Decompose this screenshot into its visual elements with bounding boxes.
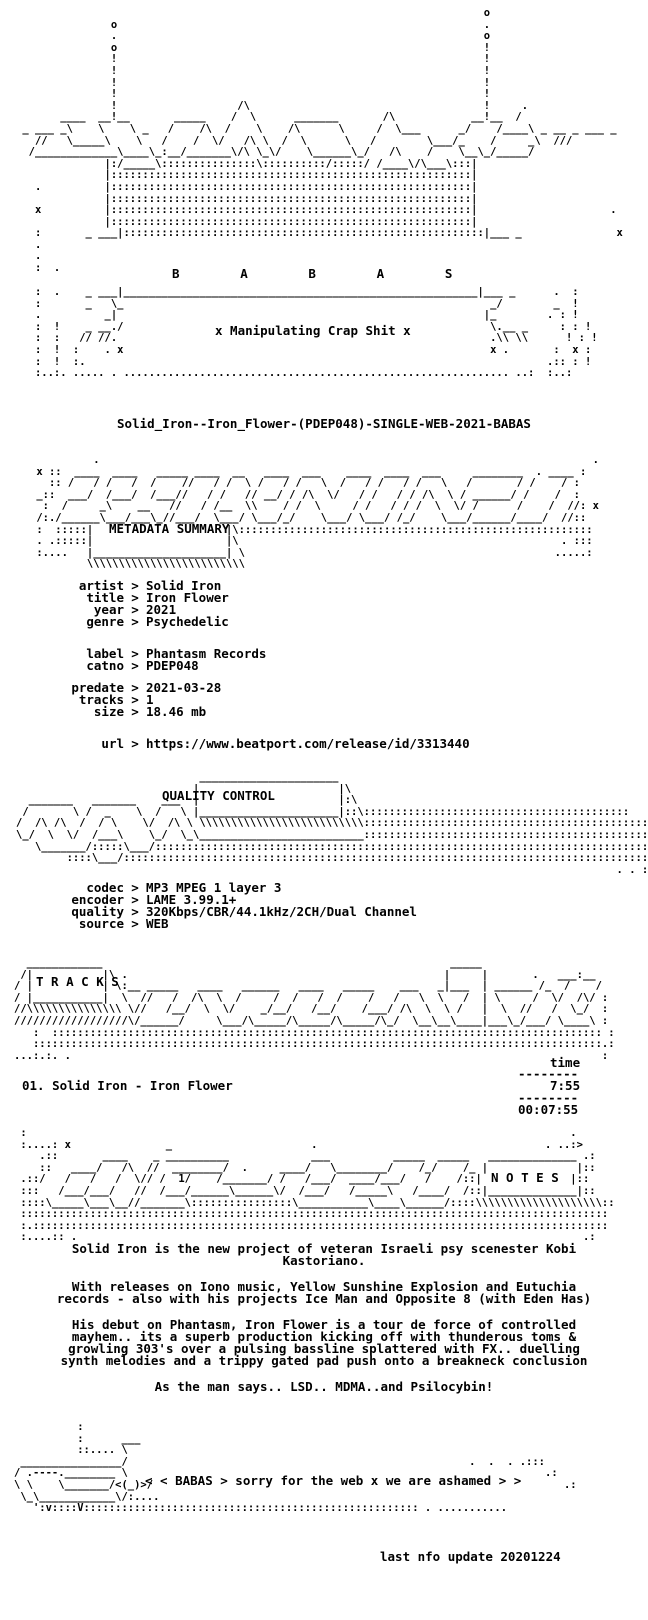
kv-key: label: [86, 646, 124, 661]
kv-value: 2021: [146, 602, 177, 617]
kv-row: predate >2021-03-28: [66, 680, 470, 695]
kv-row: codec > MP3 MPEG 1 layer 3: [66, 880, 417, 895]
kv-separator: >: [131, 904, 139, 919]
kv-value: MP3 MPEG 1 layer 3: [146, 880, 282, 895]
quality-header-art: ______________________ | |\ _______ ____…: [16, 771, 648, 876]
note-paragraph: His debut on Phantasm, Iron Flower is a …: [60, 1317, 588, 1368]
kv-row: title > Iron Flower: [66, 590, 470, 605]
notes-header-art: : . :....: x _ . . ..:> .:: ____: [20, 1127, 615, 1244]
kv-separator: >: [131, 692, 139, 707]
kv-separator: >: [131, 658, 139, 673]
kv-separator: >: [131, 590, 139, 605]
quality-section-title: QUALITY CONTROL: [162, 788, 275, 803]
kv-separator: >: [131, 880, 139, 895]
tracks-section-title: T R A C K S: [36, 974, 119, 989]
kv-value: Solid Iron: [146, 578, 222, 593]
kv-row: size >18.46 mb: [66, 704, 470, 719]
kv-key: source: [78, 916, 124, 931]
notes-body: Solid Iron is the new project of veteran…: [0, 1241, 648, 1407]
kv-key: title: [86, 590, 124, 605]
kv-row: artist > Solid Iron: [66, 578, 470, 593]
kv-key: genre: [86, 614, 124, 629]
kv-key: quality: [71, 904, 124, 919]
quality-list: codec > MP3 MPEG 1 layer 3 encoder > LAME 3.9…: [66, 880, 417, 931]
kv-key: artist: [78, 578, 124, 593]
tracks-header-art: ____________ _____ /| |\ . | | . ___:__ …: [14, 957, 615, 1062]
kv-value: Phantasm Records: [146, 646, 267, 661]
kv-key: catno: [86, 658, 124, 673]
kv-row: quality >320Kbps/CBR/44.1kHz/2CH/Dual Cha…: [66, 904, 417, 919]
kv-row: genre > Psychedelic: [66, 614, 470, 629]
kv-value: 320Kbps/CBR/44.1kHz/2CH/Dual Channel: [146, 904, 417, 919]
header-ascii-art: o o . . o o: [22, 7, 623, 275]
kv-value: Iron Flower: [146, 590, 229, 605]
kv-row: catno > PDEP048: [66, 658, 470, 673]
kv-value: PDEP048: [146, 658, 199, 673]
kv-row: label > Phantasm Records: [66, 646, 470, 661]
kv-key: year: [93, 602, 124, 617]
kv-separator: >: [131, 680, 139, 695]
metadata-list: artist > Solid Iron title > Iron Flower year >2…: [66, 578, 470, 751]
last-update: last nfo update 20201224: [380, 1549, 561, 1564]
kv-value: 1: [146, 692, 154, 707]
header-ascii-art-lower: : . _ ___|______________________________…: [34, 286, 598, 380]
kv-value: Psychedelic: [146, 614, 229, 629]
kv-separator: >: [131, 602, 139, 617]
metadata-section-title: METADATA SUMMARY: [109, 521, 230, 536]
kv-key: encoder: [71, 892, 124, 907]
kv-key: codec: [86, 880, 124, 895]
footer-ascii-art: : : ___ ::.... \ ________________/ . . .…: [14, 1421, 577, 1515]
kv-separator: >: [131, 578, 139, 593]
kv-row: encoder > LAME 3.99.1+: [66, 892, 417, 907]
time-rule-bottom: --------: [518, 1090, 579, 1105]
kv-key: predate: [71, 680, 124, 695]
logo-letters: B A B A S: [172, 266, 454, 281]
track-item: 01. Solid Iron - Iron Flower: [22, 1078, 233, 1093]
time-header: time: [550, 1055, 581, 1070]
kv-value: WEB: [146, 916, 169, 931]
kv-row: url > https://www.beatport.com/release/id/…: [66, 736, 470, 751]
note-paragraph: With releases on Iono music, Yellow Suns…: [56, 1279, 592, 1306]
kv-value: LAME 3.99.1+: [146, 892, 237, 907]
kv-row: tracks >1: [66, 692, 470, 707]
kv-key: url: [101, 736, 124, 751]
total-time: 00:07:55: [518, 1102, 579, 1117]
kv-key: tracks: [78, 692, 124, 707]
kv-separator: >: [131, 646, 139, 661]
kv-separator: >: [131, 892, 139, 907]
kv-key: size: [93, 704, 124, 719]
note-paragraph: Solid Iron is the new project of veteran…: [71, 1241, 577, 1268]
kv-row: source > WEB: [66, 916, 417, 931]
footer-message: < < BABAS > sorry for the web x we are a…: [145, 1473, 522, 1488]
track-time: 7:55: [550, 1078, 581, 1093]
kv-value: 2021-03-28: [146, 680, 222, 695]
notes-section-title: N O T E S: [491, 1170, 559, 1185]
kv-value: 18.46 mb: [146, 704, 207, 719]
kv-row: year >2021: [66, 602, 470, 617]
metadata-header-art: . . x :: ____ ____ _____ ____ __ ____ __…: [36, 454, 599, 571]
kv-value: https://www.beatport.com/release/id/3313…: [146, 736, 470, 751]
kv-separator: >: [131, 704, 139, 719]
kv-separator: >: [131, 736, 139, 751]
kv-separator: >: [131, 916, 139, 931]
release-name: Solid_Iron--Iron_Flower-(PDEP048)-SINGLE…: [117, 416, 531, 431]
tagline: x Manipulating Crap Shit x: [215, 323, 411, 338]
kv-separator: >: [131, 614, 139, 629]
note-paragraph: As the man says.. LSD.. MDMA..and Psiloc…: [154, 1379, 494, 1394]
time-rule-top: --------: [518, 1066, 579, 1081]
